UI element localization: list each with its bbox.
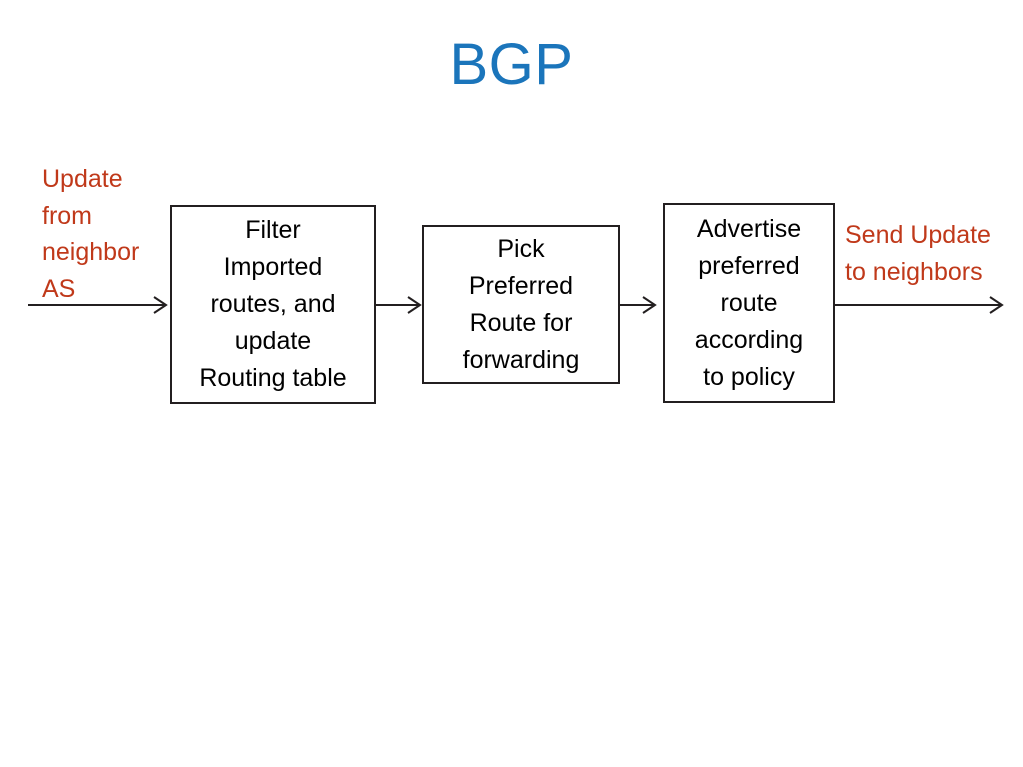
process-box-filter-label: Filter Imported routes, and update Routi… — [199, 216, 347, 392]
process-box-advertise-preferred-route[interactable]: Advertise preferred route according to p… — [663, 203, 835, 403]
arrow-out-icon — [834, 296, 1004, 314]
arrow-filter-to-pick-icon — [376, 296, 422, 314]
process-box-pick-label: Pick Preferred Route for forwarding — [462, 234, 580, 374]
process-box-filter[interactable]: Filter Imported routes, and update Routi… — [170, 205, 376, 404]
page-title: BGP — [449, 32, 574, 97]
annotation-send-update-to-neighbors: Send Update to neighbors — [845, 221, 991, 286]
arrow-in-icon — [28, 296, 168, 314]
process-box-pick-preferred-route[interactable]: Pick Preferred Route for forwarding — [422, 225, 620, 384]
arrow-pick-to-advertise-icon — [620, 296, 657, 314]
process-box-advertise-label: Advertise preferred route according to p… — [694, 214, 804, 391]
annotation-update-from-neighbor-as: Update from neighbor AS — [42, 165, 140, 303]
